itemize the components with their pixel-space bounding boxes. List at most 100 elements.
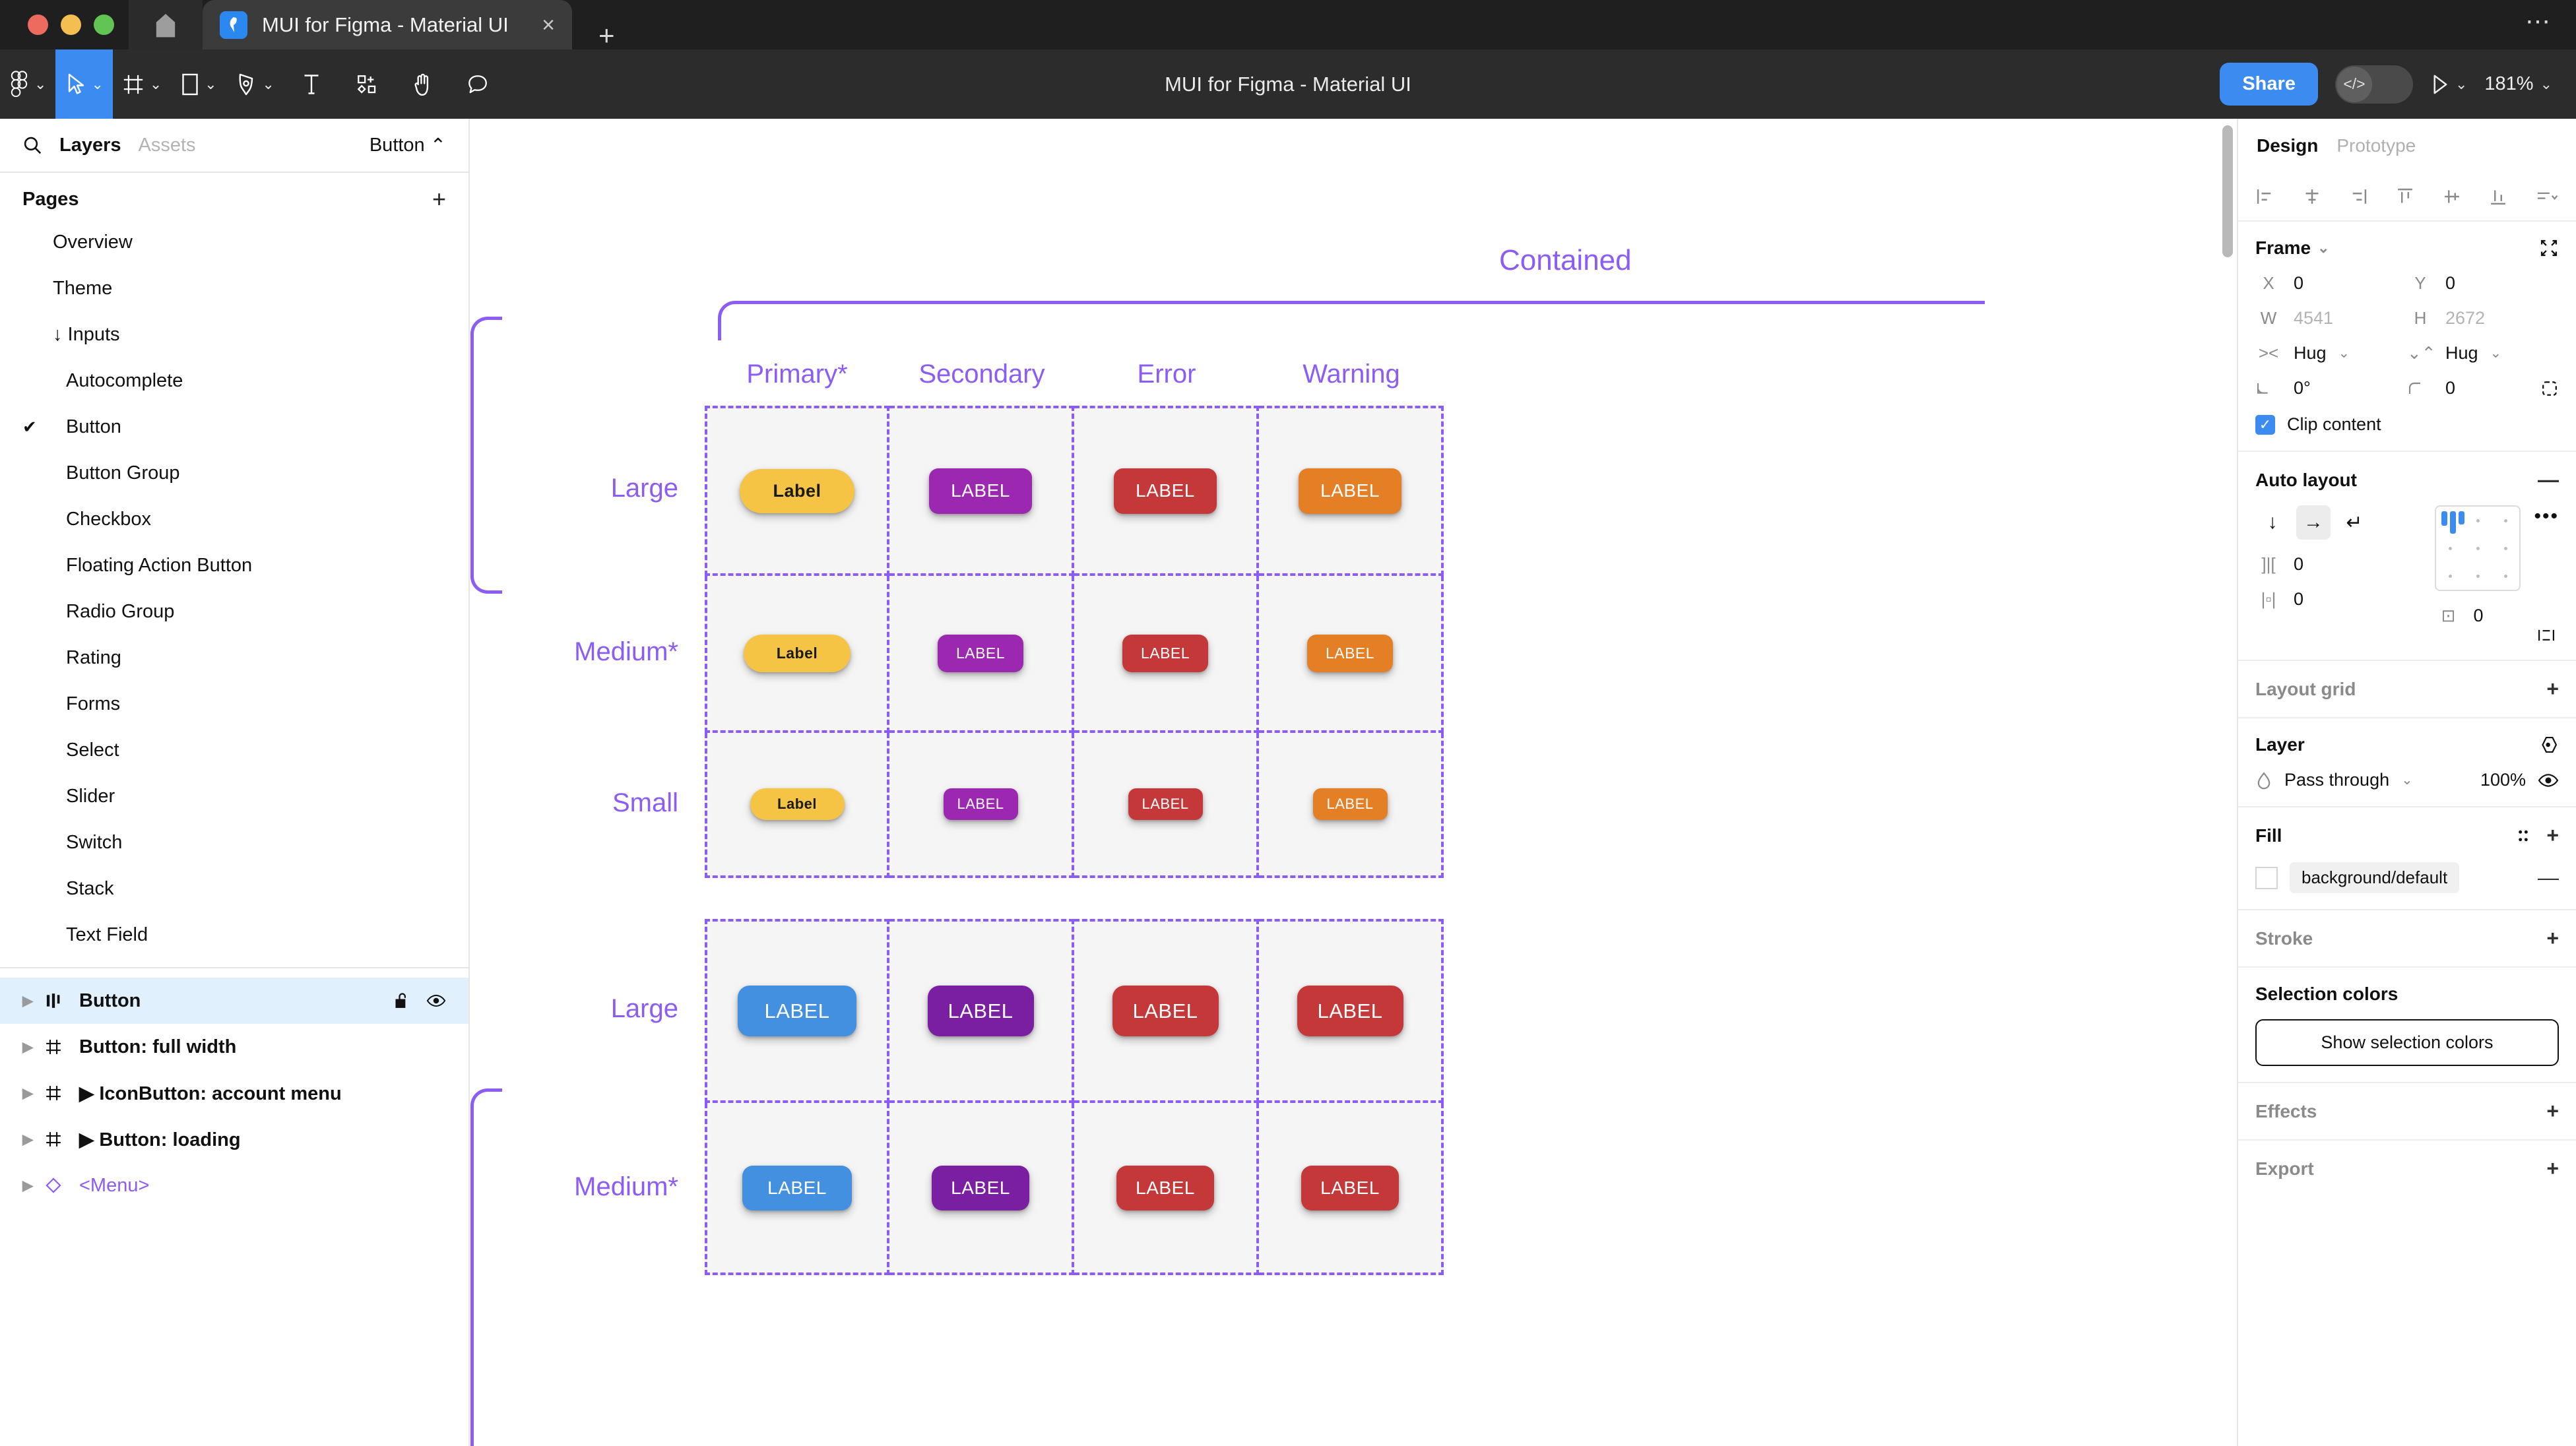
direction-wrap-icon[interactable]: ↵	[2346, 511, 2363, 534]
layer-row[interactable]: ▶Button: full width	[0, 1024, 468, 1070]
maximize-window-button[interactable]	[94, 15, 114, 35]
grid-cell[interactable]: Label	[705, 406, 889, 576]
frame-tool-icon[interactable]: ⌄	[113, 49, 171, 119]
grid-cell[interactable]: LABEL	[1074, 919, 1259, 1103]
align-right-icon[interactable]	[2348, 187, 2368, 206]
tab-assets[interactable]: Assets	[138, 134, 196, 156]
material-button[interactable]: Label	[740, 468, 854, 513]
resources-tool-icon[interactable]	[339, 49, 395, 119]
page-item-floating-action-button[interactable]: Floating Action Button	[0, 542, 468, 588]
horizontal-resizing-select[interactable]: >< Hug ⌄	[2255, 343, 2407, 363]
clip-content-checkbox[interactable]: ✓	[2255, 414, 2275, 435]
close-tab-button[interactable]: ×	[542, 12, 555, 38]
disclosure-triangle-icon[interactable]: ▶	[22, 1131, 34, 1147]
layer-row[interactable]: ▶Button	[0, 978, 468, 1024]
browser-tab[interactable]: MUI for Figma - Material UI ×	[203, 0, 572, 49]
browser-overflow-menu-button[interactable]: ⋯	[2525, 8, 2552, 36]
page-item-radio-group[interactable]: Radio Group	[0, 588, 468, 635]
material-button[interactable]: LABEL	[738, 986, 856, 1036]
grid-cell[interactable]: LABEL	[1259, 733, 1444, 878]
page-item-button-group[interactable]: Button Group	[0, 450, 468, 496]
page-item-checkbox[interactable]: Checkbox	[0, 496, 468, 542]
visibility-eye-icon[interactable]	[2538, 772, 2559, 788]
advanced-spacing-icon[interactable]	[2536, 627, 2556, 644]
chevron-down-icon[interactable]: ⌄	[2317, 239, 2330, 256]
page-selector[interactable]: Button ⌃	[370, 134, 446, 157]
remove-fill-button[interactable]: —	[2538, 865, 2559, 889]
corner-radius-field[interactable]: 0	[2407, 378, 2559, 398]
dev-mode-toggle[interactable]: </>	[2334, 65, 2413, 104]
canvas-scrollbar[interactable]	[2222, 125, 2233, 257]
material-button[interactable]: LABEL	[1297, 986, 1403, 1036]
layer-row[interactable]: ▶▶ Button: loading	[0, 1116, 468, 1162]
grid-cell[interactable]: LABEL	[1259, 919, 1444, 1103]
page-item-inputs[interactable]: ↓ Inputs	[0, 311, 468, 358]
material-button[interactable]: LABEL	[1307, 634, 1393, 672]
grid-cell[interactable]: LABEL	[705, 919, 889, 1103]
grid-cell[interactable]: LABEL	[1074, 1103, 1259, 1275]
present-button[interactable]: ⌄	[2430, 74, 2467, 95]
vertical-padding-field[interactable]: ⊡ 0	[2435, 606, 2521, 626]
figma-menu-icon[interactable]: ⌄	[0, 49, 55, 119]
page-item-forms[interactable]: Forms	[0, 681, 468, 727]
align-left-icon[interactable]	[2255, 187, 2275, 206]
material-button[interactable]: LABEL	[927, 986, 1034, 1036]
add-layout-grid-button[interactable]: +	[2546, 677, 2559, 701]
material-button[interactable]: LABEL	[1114, 468, 1217, 514]
page-item-autocomplete[interactable]: Autocomplete	[0, 358, 468, 404]
move-tool-icon[interactable]: ⌄	[55, 49, 113, 119]
material-button[interactable]: LABEL	[938, 634, 1023, 672]
page-item-switch[interactable]: Switch	[0, 819, 468, 865]
vertical-resizing-select[interactable]: ⌄⌃ Hug ⌄	[2407, 343, 2559, 363]
unlock-icon[interactable]	[393, 991, 410, 1010]
visibility-eye-icon[interactable]	[426, 993, 446, 1008]
share-button[interactable]: Share	[2220, 63, 2318, 106]
blend-mode-value[interactable]: Pass through	[2284, 770, 2390, 790]
show-selection-colors-button[interactable]: Show selection colors	[2255, 1019, 2559, 1066]
page-item-slider[interactable]: Slider	[0, 773, 468, 819]
material-button[interactable]: Label	[744, 634, 851, 672]
x-position-field[interactable]: X 0	[2255, 273, 2407, 294]
grid-cell[interactable]: LABEL	[1259, 406, 1444, 576]
material-button[interactable]: LABEL	[1299, 468, 1401, 514]
material-button[interactable]: LABEL	[1301, 1165, 1399, 1210]
page-item-theme[interactable]: Theme	[0, 265, 468, 311]
grid-cell[interactable]: LABEL	[1074, 576, 1259, 733]
disclosure-triangle-icon[interactable]: ▶	[22, 1085, 34, 1101]
pen-tool-icon[interactable]: ⌄	[226, 49, 283, 119]
grid-cell[interactable]: LABEL	[1074, 733, 1259, 878]
grid-cell[interactable]: LABEL	[889, 576, 1074, 733]
layer-row[interactable]: ▶<Menu>	[0, 1162, 468, 1209]
material-button[interactable]: LABEL	[1312, 788, 1388, 820]
layer-opacity-value[interactable]: 100%	[2480, 770, 2526, 790]
horizontal-padding-field[interactable]: |▫| 0	[2255, 589, 2404, 610]
minimize-window-button[interactable]	[61, 15, 81, 35]
disclosure-triangle-icon[interactable]: ▶	[22, 1039, 34, 1055]
independent-corners-icon[interactable]	[2540, 379, 2559, 398]
add-page-button[interactable]: +	[432, 185, 446, 212]
add-export-button[interactable]: +	[2546, 1156, 2559, 1180]
page-item-select[interactable]: Select	[0, 727, 468, 773]
disclosure-triangle-icon[interactable]: ▶	[22, 993, 34, 1009]
auto-layout-alignment-grid[interactable]	[2435, 505, 2521, 591]
fill-style-name[interactable]: background/default	[2290, 862, 2460, 893]
y-position-field[interactable]: Y 0	[2407, 273, 2559, 294]
material-button[interactable]: Label	[750, 788, 845, 820]
search-icon[interactable]	[22, 135, 42, 155]
disclosure-triangle-icon[interactable]: ▶	[22, 1178, 34, 1193]
home-button[interactable]	[129, 0, 203, 49]
material-button[interactable]: LABEL	[932, 1165, 1029, 1210]
material-button[interactable]: LABEL	[943, 788, 1018, 820]
tab-design[interactable]: Design	[2257, 135, 2319, 156]
comment-tool-icon[interactable]	[450, 49, 505, 119]
zoom-level-menu[interactable]: 181% ⌄	[2484, 73, 2552, 95]
grid-cell[interactable]: LABEL	[1074, 406, 1259, 576]
layer-styles-icon[interactable]	[2539, 735, 2559, 755]
grid-cell[interactable]: LABEL	[705, 1103, 889, 1275]
material-button[interactable]: LABEL	[1116, 1165, 1214, 1210]
align-vertical-center-icon[interactable]	[2442, 187, 2462, 206]
auto-layout-more-options-button[interactable]: •••	[2534, 505, 2559, 527]
new-tab-button[interactable]: +	[598, 20, 615, 51]
hand-tool-icon[interactable]	[395, 49, 450, 119]
text-tool-icon[interactable]	[284, 49, 339, 119]
